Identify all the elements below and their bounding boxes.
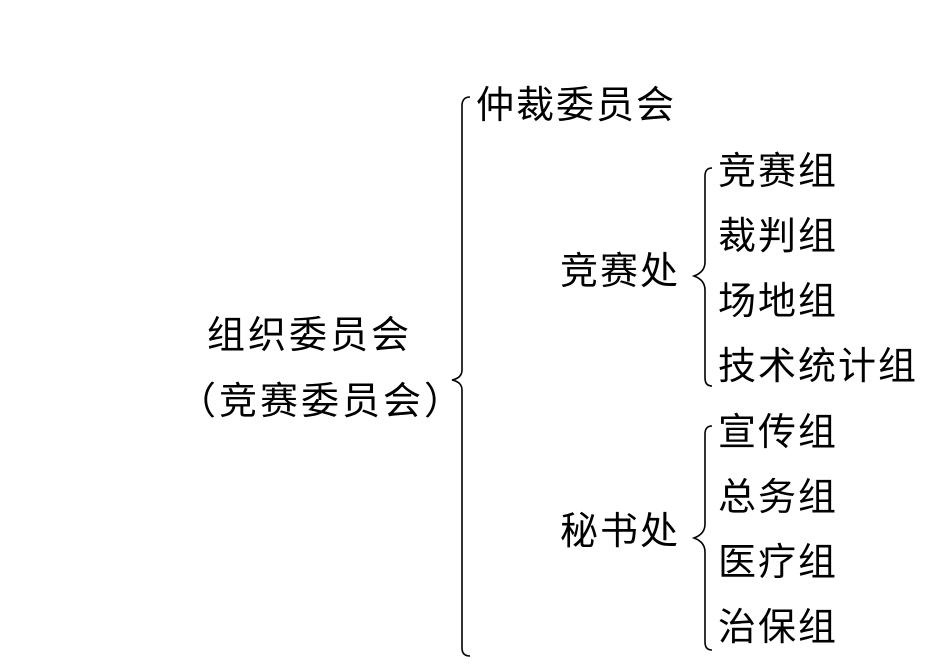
venue-group-label: 场地组 xyxy=(718,279,839,323)
root-label-line1: 组织委员会 xyxy=(207,313,413,357)
technical-statistics-group-label: 技术统计组 xyxy=(718,344,919,388)
security-group-label: 治保组 xyxy=(718,605,839,649)
root-brace xyxy=(451,96,471,657)
general-affairs-group-label: 总务组 xyxy=(718,475,839,519)
competition-group-label: 竞赛组 xyxy=(718,149,839,193)
referee-group-label: 裁判组 xyxy=(718,214,839,258)
root-label-line2: （竞赛委员会） xyxy=(178,379,466,423)
secretariat-label: 秘书处 xyxy=(560,509,681,553)
competition-office-brace xyxy=(691,167,713,387)
publicity-group-label: 宣传组 xyxy=(718,410,839,454)
secretariat-brace xyxy=(691,425,713,651)
competition-office-label: 竞赛处 xyxy=(560,249,681,293)
medical-group-label: 医疗组 xyxy=(718,540,839,584)
arbitration-committee-label: 仲裁委员会 xyxy=(476,83,677,127)
